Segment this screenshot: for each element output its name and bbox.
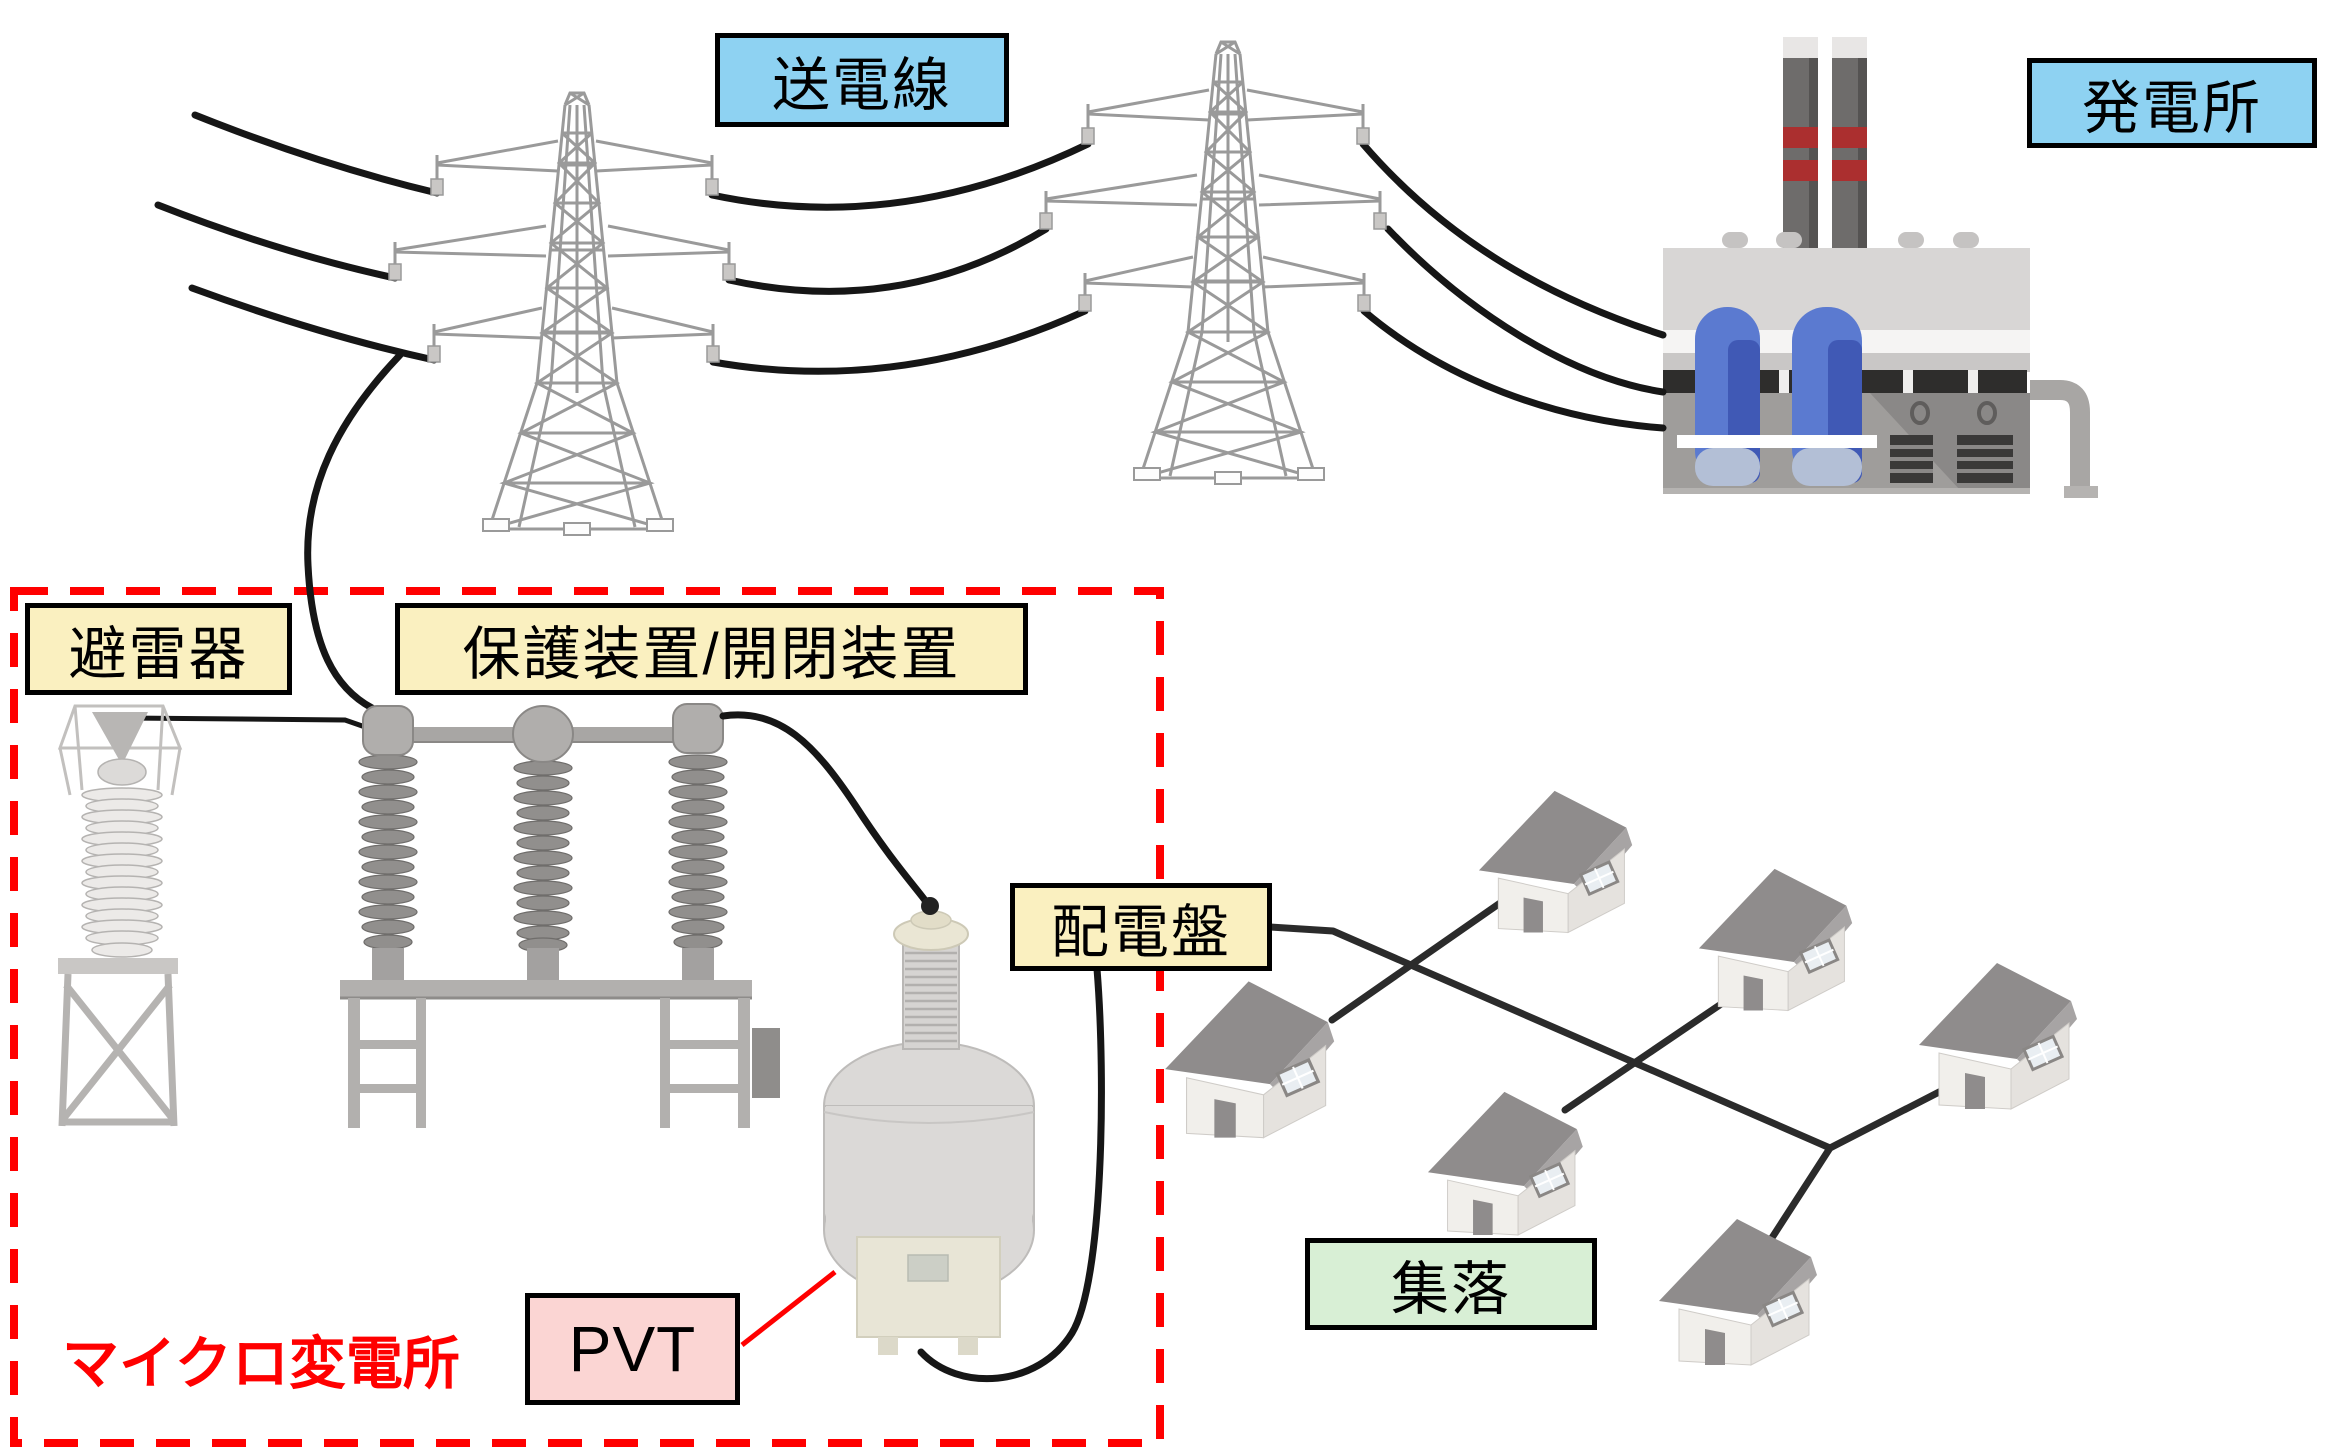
substation-feed-wire <box>304 351 404 712</box>
micro-substation-title-text: マイクロ変電所 <box>62 1332 460 1396</box>
house-icon <box>1163 979 1336 1140</box>
label-arrester-text: 避雷器 <box>68 622 249 687</box>
switchgear-icon <box>340 703 780 1128</box>
label-village-text: 集落 <box>1390 1257 1511 1322</box>
transmission-tower-icon <box>387 91 737 537</box>
micro-substation-boundary <box>10 587 1164 1447</box>
label-transmission-line-text: 送電線 <box>771 53 952 118</box>
transmission-tower-icon <box>1038 40 1388 486</box>
label-power-plant-text: 発電所 <box>2081 76 2262 141</box>
label-village: 集落 <box>1305 1238 1597 1330</box>
transformer-icon <box>823 897 1035 1355</box>
label-protection-switchgear-text: 保護装置/開閉装置 <box>462 622 961 687</box>
label-pvt: PVT <box>525 1293 740 1405</box>
house-icon <box>1477 789 1634 934</box>
pvt-leader-line <box>740 1270 837 1347</box>
house-icon <box>1697 867 1854 1012</box>
label-distribution-board-text: 配電盤 <box>1050 900 1231 965</box>
label-transmission-line: 送電線 <box>715 33 1009 127</box>
power-plant-icon <box>1663 37 2098 498</box>
label-pvt-text: PVT <box>568 1313 697 1385</box>
house-icon <box>1917 961 2079 1111</box>
lightning-arrester-icon <box>57 704 369 1127</box>
label-distribution-board: 配電盤 <box>1010 883 1272 971</box>
house-icon <box>1657 1217 1819 1367</box>
power-line <box>154 111 1667 432</box>
label-protection-switchgear: 保護装置/開閉装置 <box>395 603 1028 695</box>
distribution-line <box>1266 897 1947 1251</box>
distribution-feed-wire <box>917 965 1105 1383</box>
label-power-plant: 発電所 <box>2027 58 2317 148</box>
label-arrester: 避雷器 <box>25 603 292 695</box>
house-icon <box>1426 1090 1585 1237</box>
transformer-feed-wire <box>719 711 931 907</box>
micro-substation-title: マイクロ変電所 <box>62 1318 460 1400</box>
